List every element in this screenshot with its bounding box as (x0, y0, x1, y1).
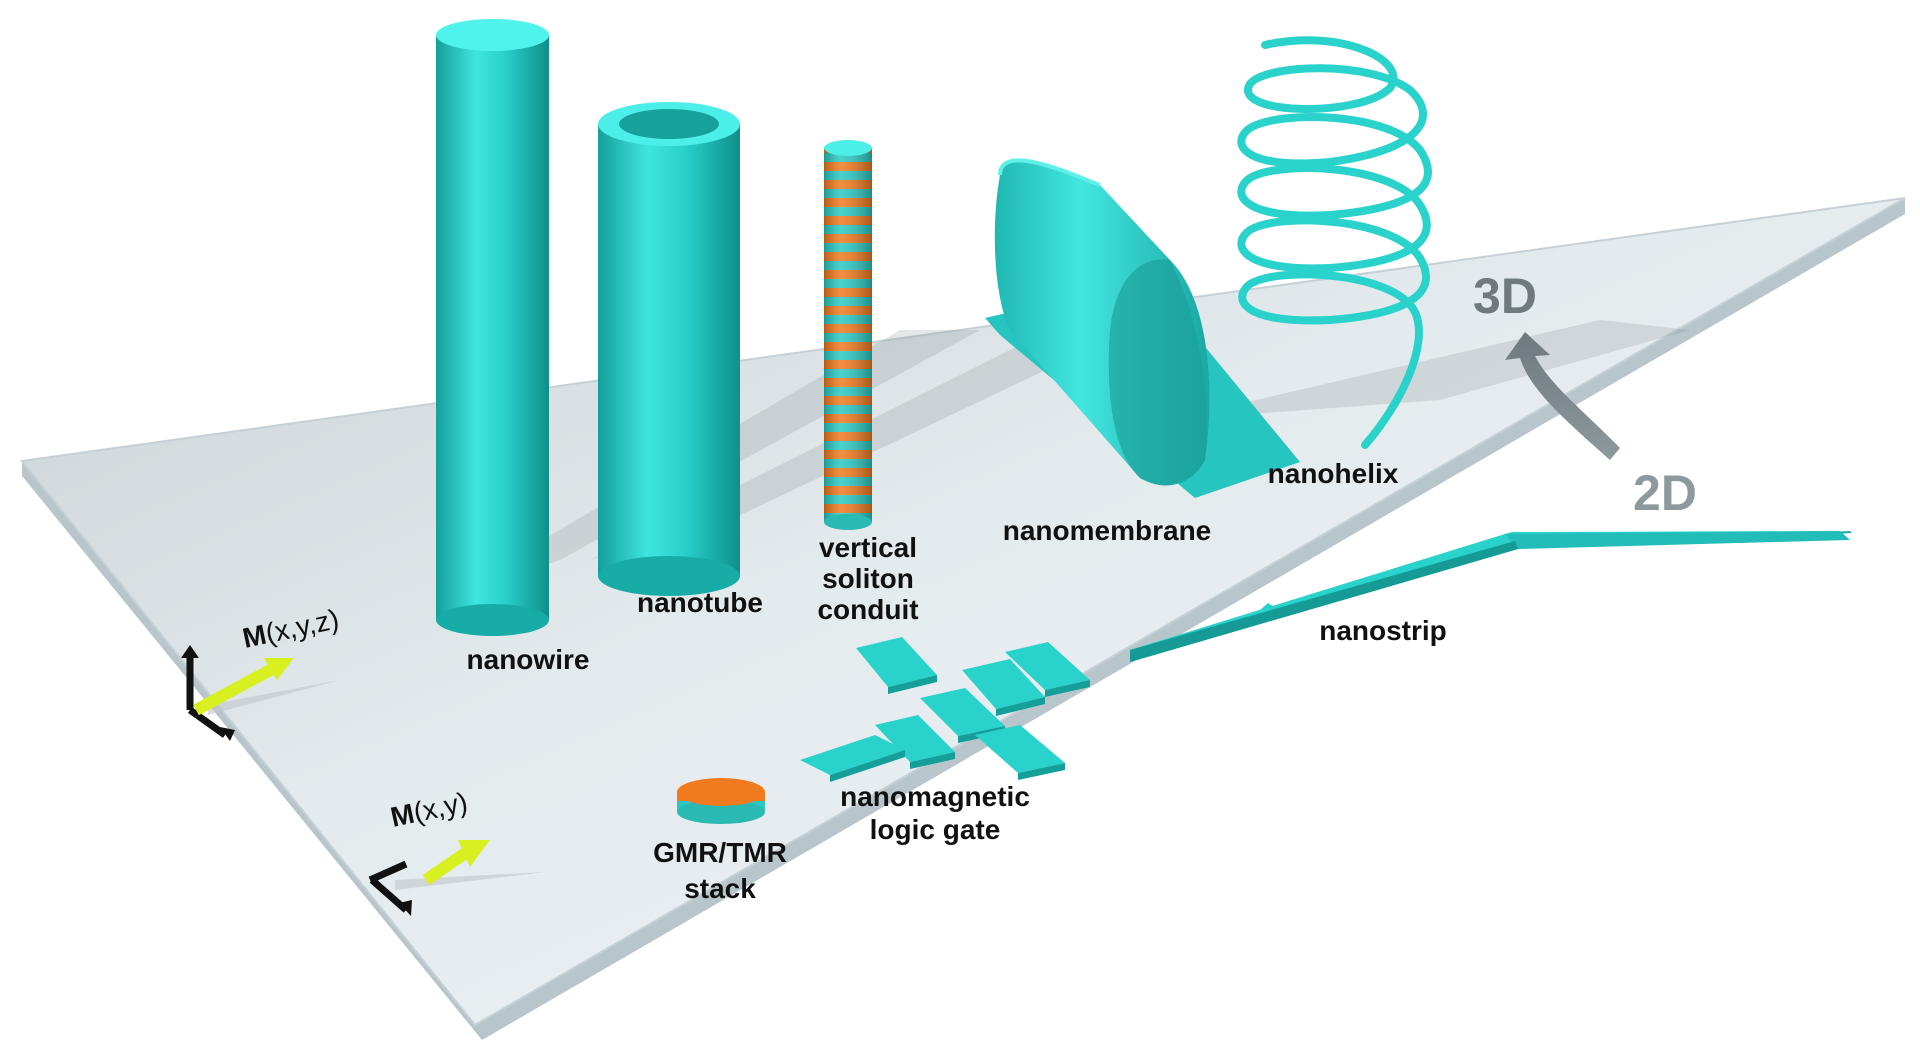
label-nanowire: nanowire (467, 644, 590, 675)
label-nanotube: nanotube (637, 587, 763, 618)
logic-element (856, 637, 937, 694)
magnetization-3d-axes (181, 645, 340, 741)
nanotube (598, 102, 740, 596)
label-soliton-line1: vertical (819, 532, 917, 563)
nanomembrane (985, 158, 1300, 498)
dimensionality-labels: 3D 2D (1473, 268, 1697, 521)
logic-element (1005, 642, 1090, 697)
labels: nanowire nanotube vertical soliton condu… (467, 458, 1447, 904)
label-3d: 3D (1473, 268, 1537, 324)
gmr-tmr-stack (677, 778, 765, 824)
vertical-soliton-conduit (824, 140, 872, 530)
nanostrip (1130, 531, 1852, 662)
label-nanostrip: nanostrip (1319, 615, 1447, 646)
label-nanohelix: nanohelix (1268, 458, 1399, 489)
label-stack-line1: GMR/TMR (653, 837, 787, 868)
logic-element (800, 735, 905, 782)
label-stack-line2: stack (684, 873, 756, 904)
label-soliton-line2: soliton (822, 563, 914, 594)
nanowire (436, 19, 549, 636)
dimension-arrow-icon (1505, 332, 1620, 460)
logic-element (962, 659, 1045, 716)
logic-element (975, 725, 1065, 780)
nanomagnetic-logic-gate (800, 637, 1090, 782)
label-logic-line1: nanomagnetic (840, 781, 1030, 812)
label-logic-line2: logic gate (870, 814, 1001, 845)
logic-element (875, 715, 955, 769)
nanohelix (1237, 36, 1432, 449)
magnetization-2d-axes (368, 840, 545, 916)
label-nanomembrane: nanomembrane (1003, 515, 1212, 546)
label-2d: 2D (1633, 465, 1697, 521)
label-soliton-line3: conduit (817, 594, 918, 625)
